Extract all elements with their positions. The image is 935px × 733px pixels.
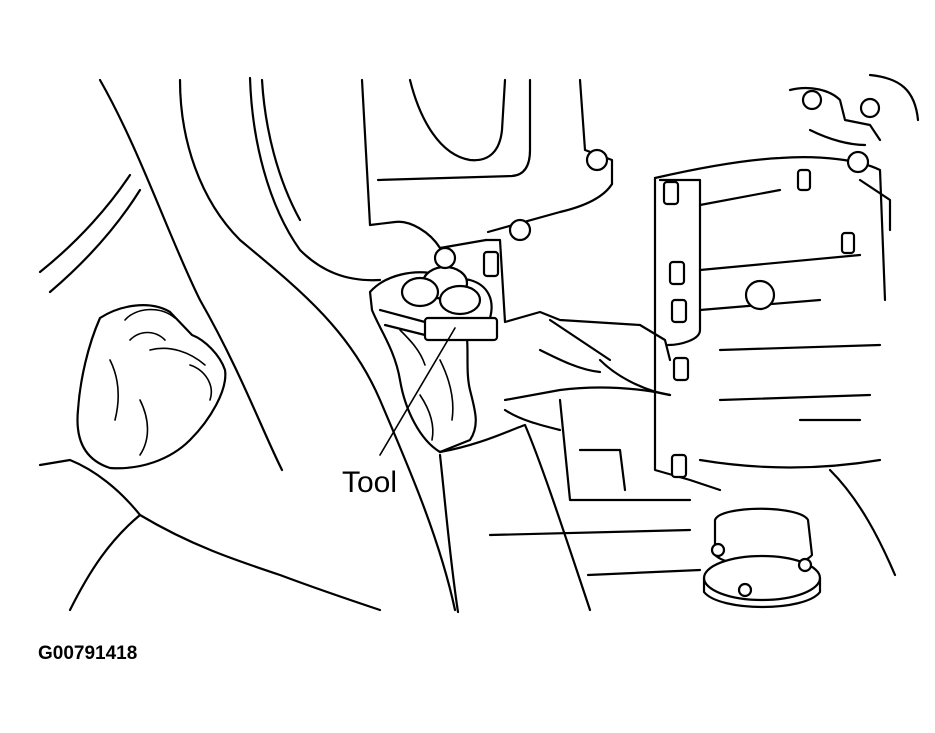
bolts <box>433 89 881 479</box>
left-hand <box>76 304 227 470</box>
figure-id: G00791418 <box>38 643 137 664</box>
tool-callout-label: Tool <box>342 466 397 499</box>
tool-leader-line <box>379 327 456 456</box>
output-flange <box>702 507 822 609</box>
tool <box>378 308 499 342</box>
transmission-housing <box>484 86 897 577</box>
right-hand <box>368 265 493 454</box>
vehicle-body-panel <box>38 73 920 294</box>
right-arm-sleeve <box>438 423 592 614</box>
left-arm-sleeve <box>38 78 457 612</box>
